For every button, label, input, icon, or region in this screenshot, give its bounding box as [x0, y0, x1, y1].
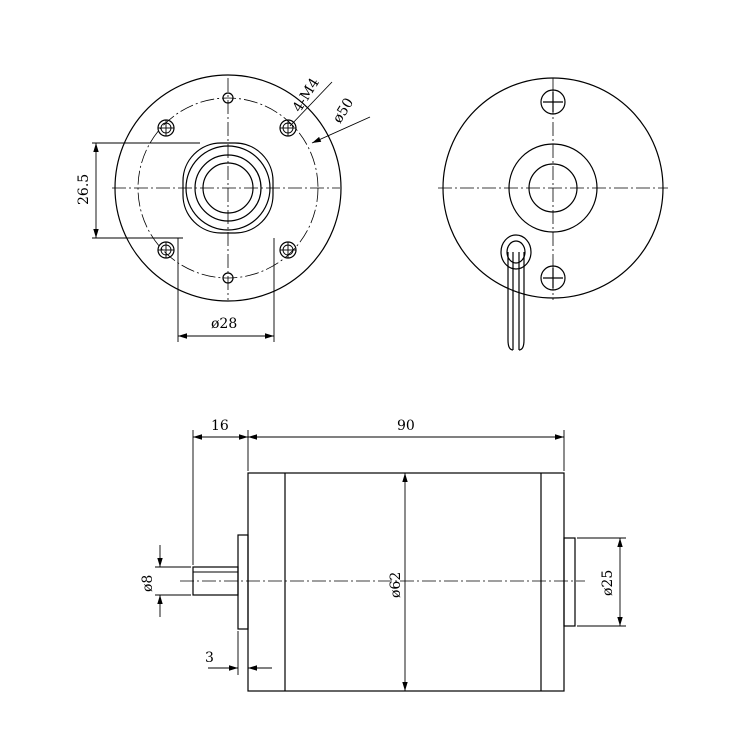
shaft-extension-dimension: 16 [192, 418, 249, 565]
mounting-hole-bottom-right [279, 241, 297, 259]
height-dimension: 26.5 [76, 142, 200, 239]
thread-callout-label: 4-M4 [290, 75, 323, 115]
rear-screw-bottom [540, 265, 566, 291]
rear-screw-top [540, 89, 566, 115]
vent-hole-bottom [222, 272, 234, 284]
body-diameter-dimension: ø62 [388, 473, 408, 691]
vent-hole-top [222, 92, 234, 104]
rear-bearing [528, 163, 578, 213]
flange-thickness-label: 3 [205, 650, 214, 666]
shaft-diameter-label: ø8 [140, 575, 156, 592]
height-dim-label: 26.5 [76, 174, 92, 205]
rear-boss [508, 143, 598, 233]
flange-thickness-dimension: 3 [205, 631, 272, 675]
front-view: 4-M4 ø50 26.5 ø28 [76, 74, 371, 342]
outer-diameter-callout: ø50 [311, 95, 371, 144]
bolt-span-dimension: ø28 [177, 238, 275, 342]
rear-boss-side [563, 537, 576, 627]
bolt-span-label: ø28 [211, 316, 237, 332]
shaft-extension-label: 16 [211, 418, 229, 434]
body-length-dimension: 90 [248, 418, 565, 471]
cable-exit [500, 234, 532, 351]
rear-view [438, 77, 668, 351]
motor-body [247, 472, 565, 692]
mounting-hole-top-right [279, 119, 297, 137]
front-shaft-inner [202, 162, 254, 214]
front-flange-boss [237, 534, 249, 630]
thread-callout: 4-M4 [289, 75, 333, 127]
shaft-diameter-dimension: ø8 [140, 545, 191, 617]
mounting-hole-bottom-left [157, 241, 175, 259]
outer-diameter-label: ø50 [330, 95, 357, 126]
body-length-label: 90 [397, 418, 415, 434]
side-view: 16 90 ø8 ø62 ø25 [140, 418, 626, 692]
mounting-hole-top-left [157, 119, 175, 137]
front-shaft-outline [194, 154, 262, 222]
rear-boss-diameter-label: ø25 [600, 570, 616, 596]
rear-boss-diameter-dimension: ø25 [577, 537, 626, 627]
front-boss [182, 142, 274, 234]
front-boss-ring [185, 145, 271, 231]
body-diameter-label: ø62 [388, 572, 404, 598]
